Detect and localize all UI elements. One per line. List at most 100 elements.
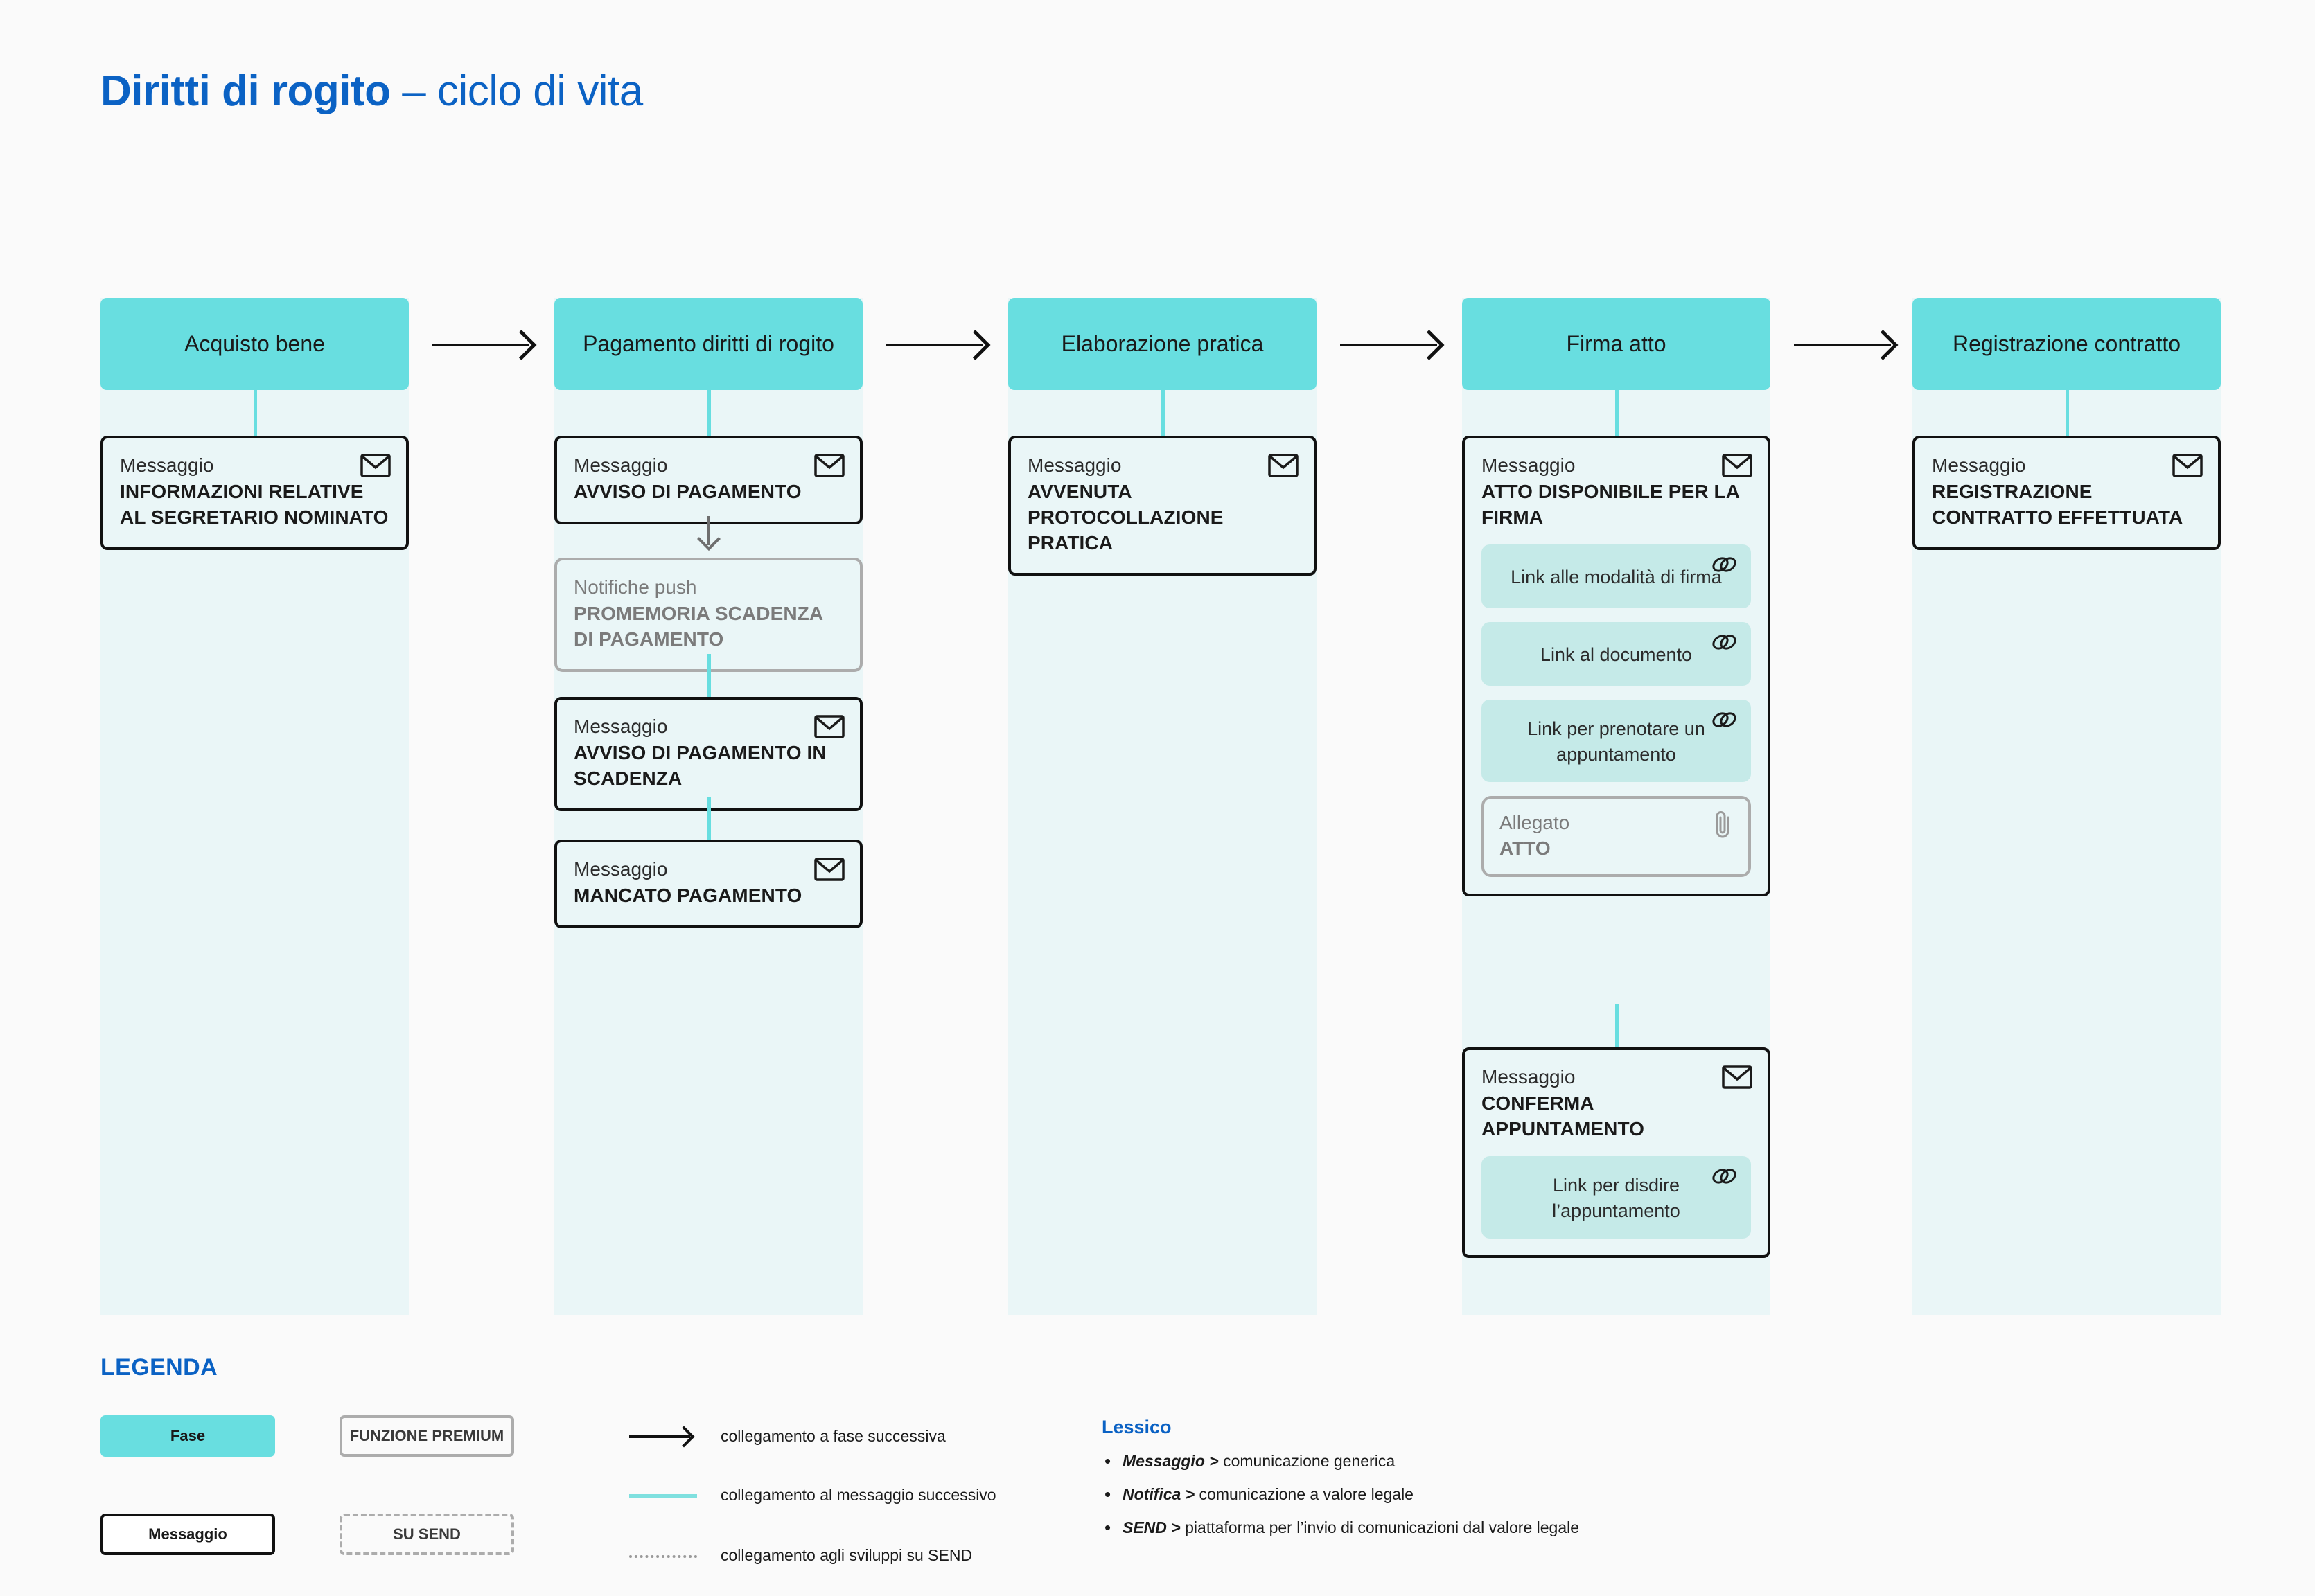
lessico-definition: comunicazione a valore legale [1195,1485,1414,1503]
legend-chip-label: SU SEND [393,1525,461,1543]
link-chip[interactable]: Link per prenotare un appuntamento [1481,700,1751,782]
link-chip[interactable]: Link per disdire l’appuntamento [1481,1156,1751,1239]
message-card[interactable]: Messaggio REGISTRAZIONE CONTRATTO EFFETT… [1912,436,2221,551]
envelope-icon [1722,1065,1752,1089]
phase-header-elaborazione-pratica[interactable]: Elaborazione pratica [1008,298,1317,390]
phase-label: Firma atto [1566,330,1666,356]
card-title: AVVISO DI PAGAMENTO [574,481,802,503]
phase-label: Pagamento diritti di rogito [583,330,834,356]
envelope-icon [360,454,391,477]
phase-arrow-3 [1340,344,1437,346]
link-chip[interactable]: Link al documento [1481,622,1751,686]
arrow-swatch-icon [629,1429,698,1444]
message-card[interactable]: Messaggio AVVENUTA PROTOCOLLAZIONE PRATI… [1008,436,1317,576]
envelope-icon [2172,454,2203,477]
teal-connector [707,654,711,697]
card-title: REGISTRAZIONE CONTRATTO EFFETTUATA [1932,481,2183,529]
phase-header-firma-atto[interactable]: Firma atto [1462,298,1770,390]
teal-connector [2066,390,2069,436]
attachment-title: ATTO [1499,837,1551,859]
phase-arrow-2 [886,344,983,346]
legend-line-sviluppi-send: collegamento agli sviluppi su SEND [629,1546,972,1565]
teal-connector [707,390,711,436]
lessico-list: Messaggio > comunicazione generica Notif… [1102,1451,2086,1539]
teal-connector [707,797,711,840]
legend-line-label: collegamento a fase successiva [721,1427,946,1445]
lessico-item: Messaggio > comunicazione generica [1102,1451,2086,1472]
message-card[interactable]: Messaggio AVVISO DI PAGAMENTO [554,436,863,525]
lessico-definition: comunicazione generica [1218,1452,1396,1470]
envelope-icon [814,715,845,738]
link-icon [1712,712,1736,727]
link-chip-label: Link per prenotare un appuntamento [1527,718,1705,765]
card-kind: Messaggio [1481,454,1576,476]
phase-label: Registrazione contratto [1952,330,2181,356]
envelope-icon [814,454,845,477]
card-title: INFORMAZIONI RELATIVE AL SEGRETARIO NOMI… [120,481,389,529]
envelope-icon [814,858,845,881]
link-chip-label: Link per disdire l’appuntamento [1552,1175,1680,1221]
phase-column-registrazione-contratto: Registrazione contratto Messaggio REGIST… [1912,298,2221,1315]
lessico-section: Lessico Messaggio > comunicazione generi… [1102,1417,2086,1552]
card-title: ATTO DISPONIBILE PER LA FIRMA [1481,481,1740,529]
card-title: MANCATO PAGAMENTO [574,885,802,907]
card-title: PROMEMORIA SCADENZA DI PAGAMENTO [574,603,823,650]
legend-chip-label: Messaggio [148,1525,227,1543]
phase-label: Elaborazione pratica [1061,330,1264,356]
card-kind: Messaggio [574,858,668,880]
paperclip-icon [1716,811,1729,838]
teal-connector [254,390,257,436]
legend-line-label: collegamento al messaggio successivo [721,1486,996,1504]
legend-chip-su-send: SU SEND [340,1514,514,1555]
link-icon [1712,635,1736,650]
phase-column-pagamento-diritti-di-rogito: Pagamento diritti di rogito Messaggio AV… [554,298,863,1315]
teal-connector [1161,390,1165,436]
message-card[interactable]: Messaggio ATTO DISPONIBILE PER LA FIRMA … [1462,436,1770,896]
card-kind: Messaggio [574,454,668,476]
message-card[interactable]: Messaggio INFORMAZIONI RELATIVE AL SEGRE… [100,436,409,551]
lessico-definition: piattaforma per l’invio di comunicazioni… [1180,1518,1580,1536]
lessico-term: SEND > [1123,1518,1181,1536]
lessico-term: Notifica > [1123,1485,1195,1503]
legend-chip-messaggio: Messaggio [100,1514,275,1555]
message-card[interactable]: Messaggio CONFERMA APPUNTAMENTO Link per… [1462,1047,1770,1258]
attachment-kind: Allegato [1499,811,1570,833]
legend-line-messaggio-successivo: collegamento al messaggio successivo [629,1486,996,1505]
message-card[interactable]: Messaggio MANCATO PAGAMENTO [554,840,863,929]
card-kind: Notifiche push [574,576,697,598]
card-title: AVVENUTA PROTOCOLLAZIONE PRATICA [1028,481,1224,554]
phase-column-elaborazione-pratica: Elaborazione pratica Messaggio AVVENUTA … [1008,298,1317,1315]
link-icon [1712,557,1736,572]
legend-chip-fase: Fase [100,1415,275,1457]
lessico-item: SEND > piattaforma per l’invio di comuni… [1102,1517,2086,1539]
lessico-title: Lessico [1102,1417,1172,1437]
phase-column-firma-atto: Firma atto Messaggio ATTO DISPONIBILE PE… [1462,298,1770,1315]
lessico-term: Messaggio > [1123,1452,1219,1470]
legend-chip-label: FUNZIONE PREMIUM [349,1427,504,1444]
link-chip[interactable]: Link alle modalità di firma [1481,544,1751,609]
page-title-light: – ciclo di vita [390,67,643,115]
message-card[interactable]: Messaggio AVVISO DI PAGAMENTO IN SCADENZ… [554,697,863,812]
phase-arrow-1 [432,344,529,346]
envelope-icon [1722,454,1752,477]
link-icon [1712,1169,1736,1184]
lessico-item: Notifica > comunicazione a valore legale [1102,1484,2086,1505]
card-kind: Messaggio [120,454,214,476]
teal-connector [1615,1004,1619,1047]
link-chip-label: Link al documento [1540,644,1693,665]
page-title: Diritti di rogito – ciclo di vita [100,66,643,116]
phase-header-pagamento-diritti-di-rogito[interactable]: Pagamento diritti di rogito [554,298,863,390]
phase-arrow-4 [1794,344,1891,346]
phase-header-registrazione-contratto[interactable]: Registrazione contratto [1912,298,2221,390]
legend-chip-label: Fase [170,1427,206,1444]
teal-line-swatch-icon [629,1488,698,1503]
card-kind: Messaggio [1481,1066,1576,1088]
legend-line-fase-successiva: collegamento a fase successiva [629,1427,946,1446]
phase-header-acquisto-bene[interactable]: Acquisto bene [100,298,409,390]
phase-column-acquisto-bene: Acquisto bene Messaggio INFORMAZIONI REL… [100,298,409,1315]
envelope-icon [1268,454,1299,477]
card-kind: Messaggio [1028,454,1122,476]
lifecycle-flow: Acquisto bene Messaggio INFORMAZIONI REL… [100,298,2221,1316]
attachment-box[interactable]: Allegato ATTO [1481,795,1751,877]
